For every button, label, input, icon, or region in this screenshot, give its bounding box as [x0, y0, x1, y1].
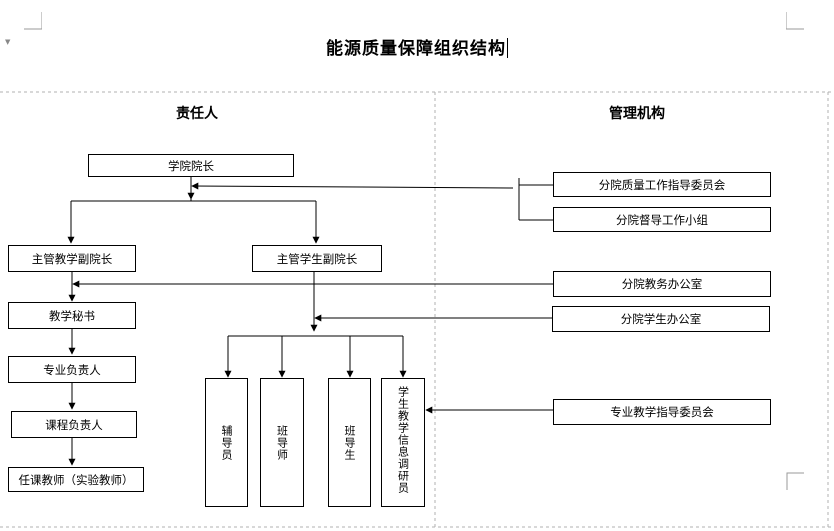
box-teaching-secretary: 教学秘书 [8, 302, 136, 329]
page-title: 能源质量保障组织结构 [326, 38, 508, 59]
box-student-office: 分院学生办公室 [552, 306, 770, 332]
class-monitor-label: 班导生 [343, 425, 356, 461]
box-quality-committee: 分院质量工作指导委员会 [553, 172, 771, 197]
box-dean: 学院院长 [88, 154, 294, 177]
corner-mark-top-left [24, 12, 42, 30]
box-major-leader: 专业负责人 [8, 356, 136, 383]
box-academic-office: 分院教务办公室 [553, 271, 771, 297]
box-vice-dean-teaching: 主管教学副院长 [8, 245, 136, 272]
box-major-committee: 专业教学指导委员会 [553, 399, 771, 425]
box-teacher: 任课教师（实验教师） [8, 467, 144, 492]
box-class-monitor: 班导生 [328, 378, 371, 507]
box-vice-dean-students: 主管学生副院长 [252, 245, 382, 272]
column-heading-management: 管理机构 [609, 106, 665, 122]
class-teacher-label: 班导师 [275, 425, 289, 461]
box-course-leader: 课程负责人 [11, 411, 137, 438]
counselor-label: 辅导员 [220, 425, 233, 461]
box-supervision-group: 分院督导工作小组 [553, 207, 771, 232]
corner-mark-top-right [786, 12, 804, 30]
box-student-info: 学生教学信息调研员 [381, 378, 425, 507]
box-class-teacher: 班导师 [260, 378, 304, 507]
text-cursor [507, 38, 508, 58]
box-counselor: 辅导员 [205, 378, 248, 507]
student-info-label: 学生教学信息调研员 [396, 386, 410, 494]
collapse-arrow-icon[interactable]: ▼ [5, 38, 11, 46]
column-heading-responsible: 责任人 [176, 106, 218, 122]
corner-mark-bottom-right [786, 472, 804, 490]
